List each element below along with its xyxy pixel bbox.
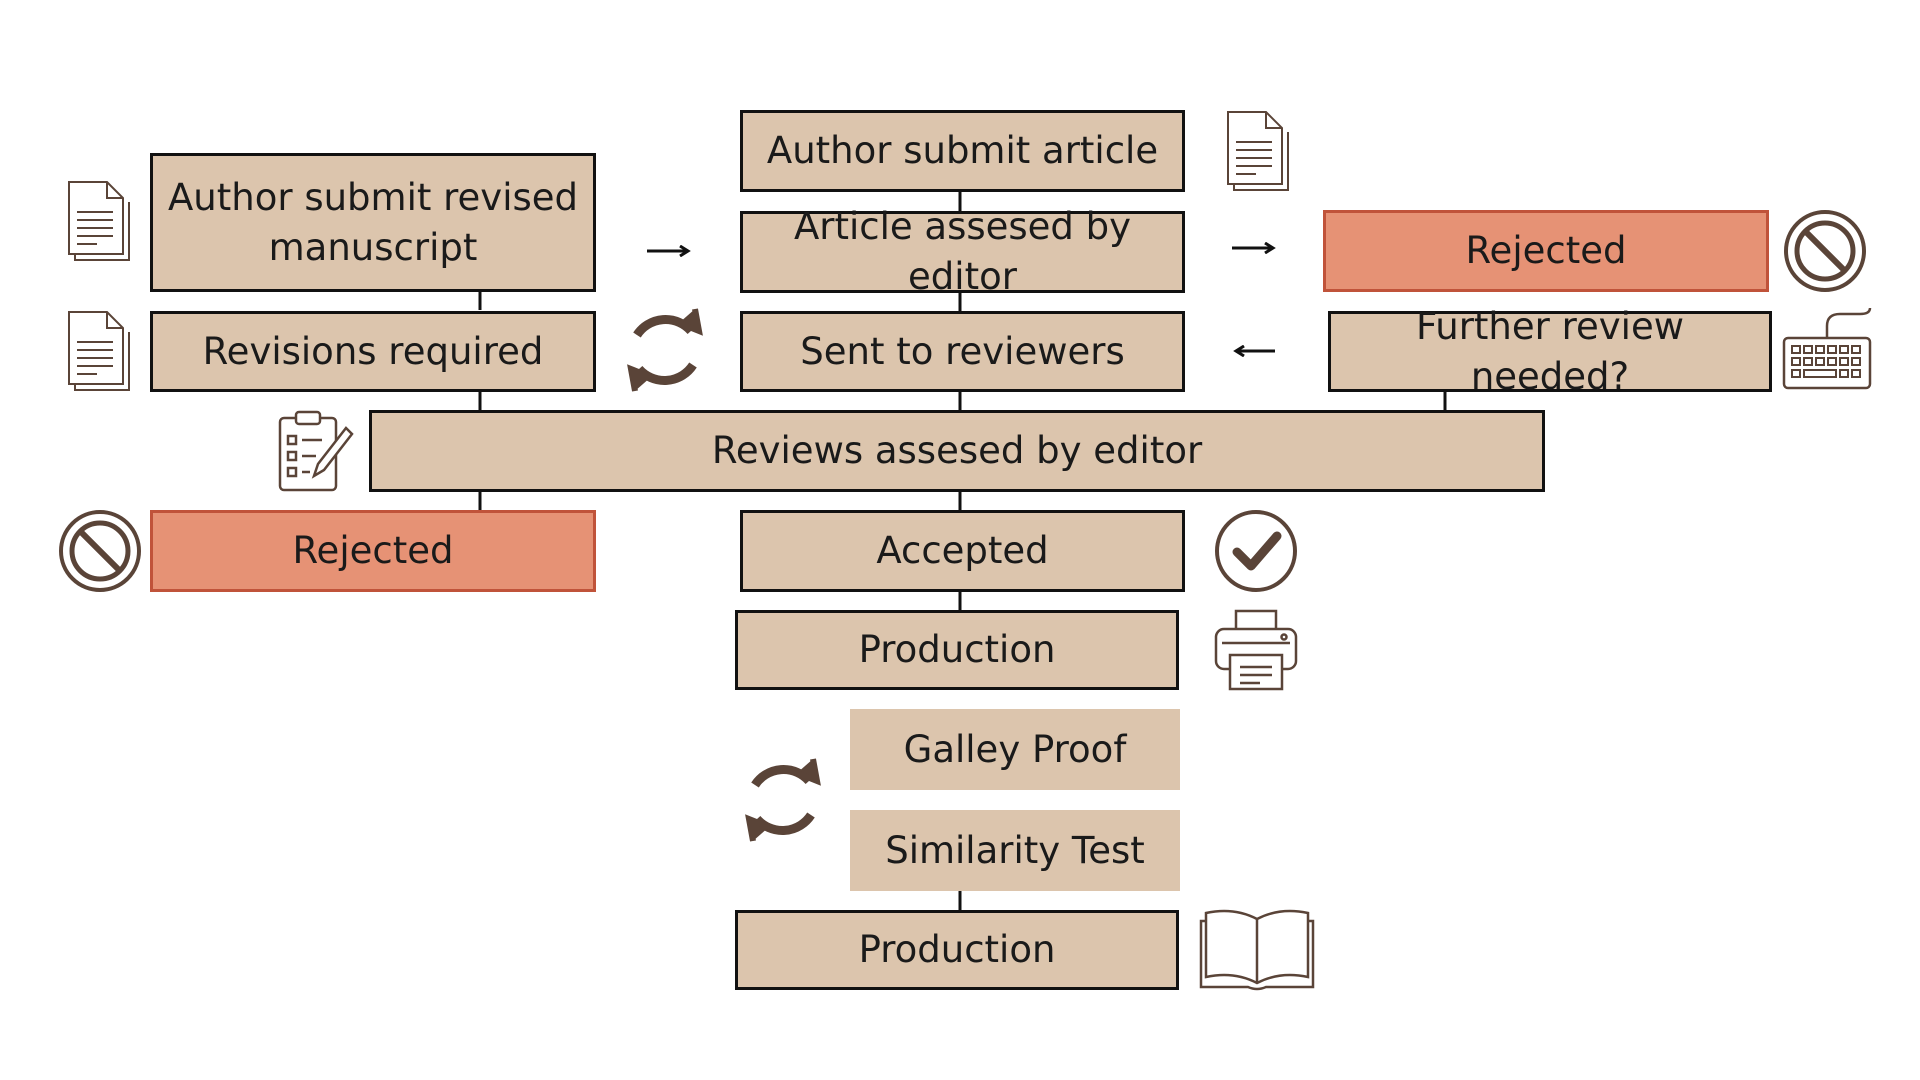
node-revisions-required: Revisions required — [150, 311, 596, 392]
document-icon — [67, 178, 135, 264]
prohibited-icon — [1782, 208, 1868, 294]
node-sent-to-reviewers: Sent to reviewers — [740, 311, 1185, 392]
node-galley-proof: Galley Proof — [850, 709, 1180, 790]
node-further-review-needed: Further review needed? — [1328, 305, 1772, 398]
node-production-1: Production — [735, 610, 1179, 690]
node-label: Reviews assesed by editor — [711, 429, 1203, 473]
open-book-icon — [1198, 905, 1316, 995]
prohibited-icon — [57, 508, 143, 594]
check-circle-icon — [1213, 508, 1299, 594]
node-label: Sent to reviewers — [800, 329, 1125, 373]
printer-icon — [1212, 607, 1300, 693]
node-label: Author submit article — [766, 129, 1159, 173]
node-label: Further review needed? — [1416, 304, 1684, 398]
node-author-submit-revised: Author submit revised manuscript — [150, 153, 596, 292]
node-label: Article assesed by editor — [793, 205, 1132, 298]
node-label: Galley Proof — [903, 727, 1127, 771]
document-icon — [1226, 108, 1294, 194]
node-label-group: Author submit revised manuscript — [168, 173, 578, 273]
node-accepted: Accepted — [740, 510, 1185, 592]
node-label: Revisions required — [202, 329, 544, 373]
node-rejected-editor: Rejected — [1323, 210, 1769, 292]
node-label: Accepted — [876, 529, 1049, 573]
node-label: Similarity Test — [885, 828, 1145, 872]
refresh-cycle-icon — [615, 305, 715, 395]
node-label: Rejected — [292, 529, 454, 573]
node-label: Production — [858, 628, 1056, 672]
node-label: Rejected — [1465, 229, 1627, 273]
document-icon — [67, 308, 135, 394]
node-author-submit-article: Author submit article — [740, 110, 1185, 192]
node-label-line-1: Author submit revised — [168, 175, 578, 219]
node-rejected-reviews: Rejected — [150, 510, 596, 592]
keyboard-icon — [1780, 307, 1874, 392]
node-label: Production — [858, 928, 1056, 972]
node-article-assessed-by-editor: Article assesed by editor — [740, 205, 1185, 298]
clipboard-checklist-icon — [274, 408, 354, 494]
node-production-2: Production — [735, 910, 1179, 990]
node-label-line-2: manuscript — [268, 225, 478, 269]
refresh-cycle-icon — [733, 755, 833, 845]
node-reviews-assessed-by-editor: Reviews assesed by editor — [369, 410, 1545, 492]
node-similarity-test: Similarity Test — [850, 810, 1180, 891]
